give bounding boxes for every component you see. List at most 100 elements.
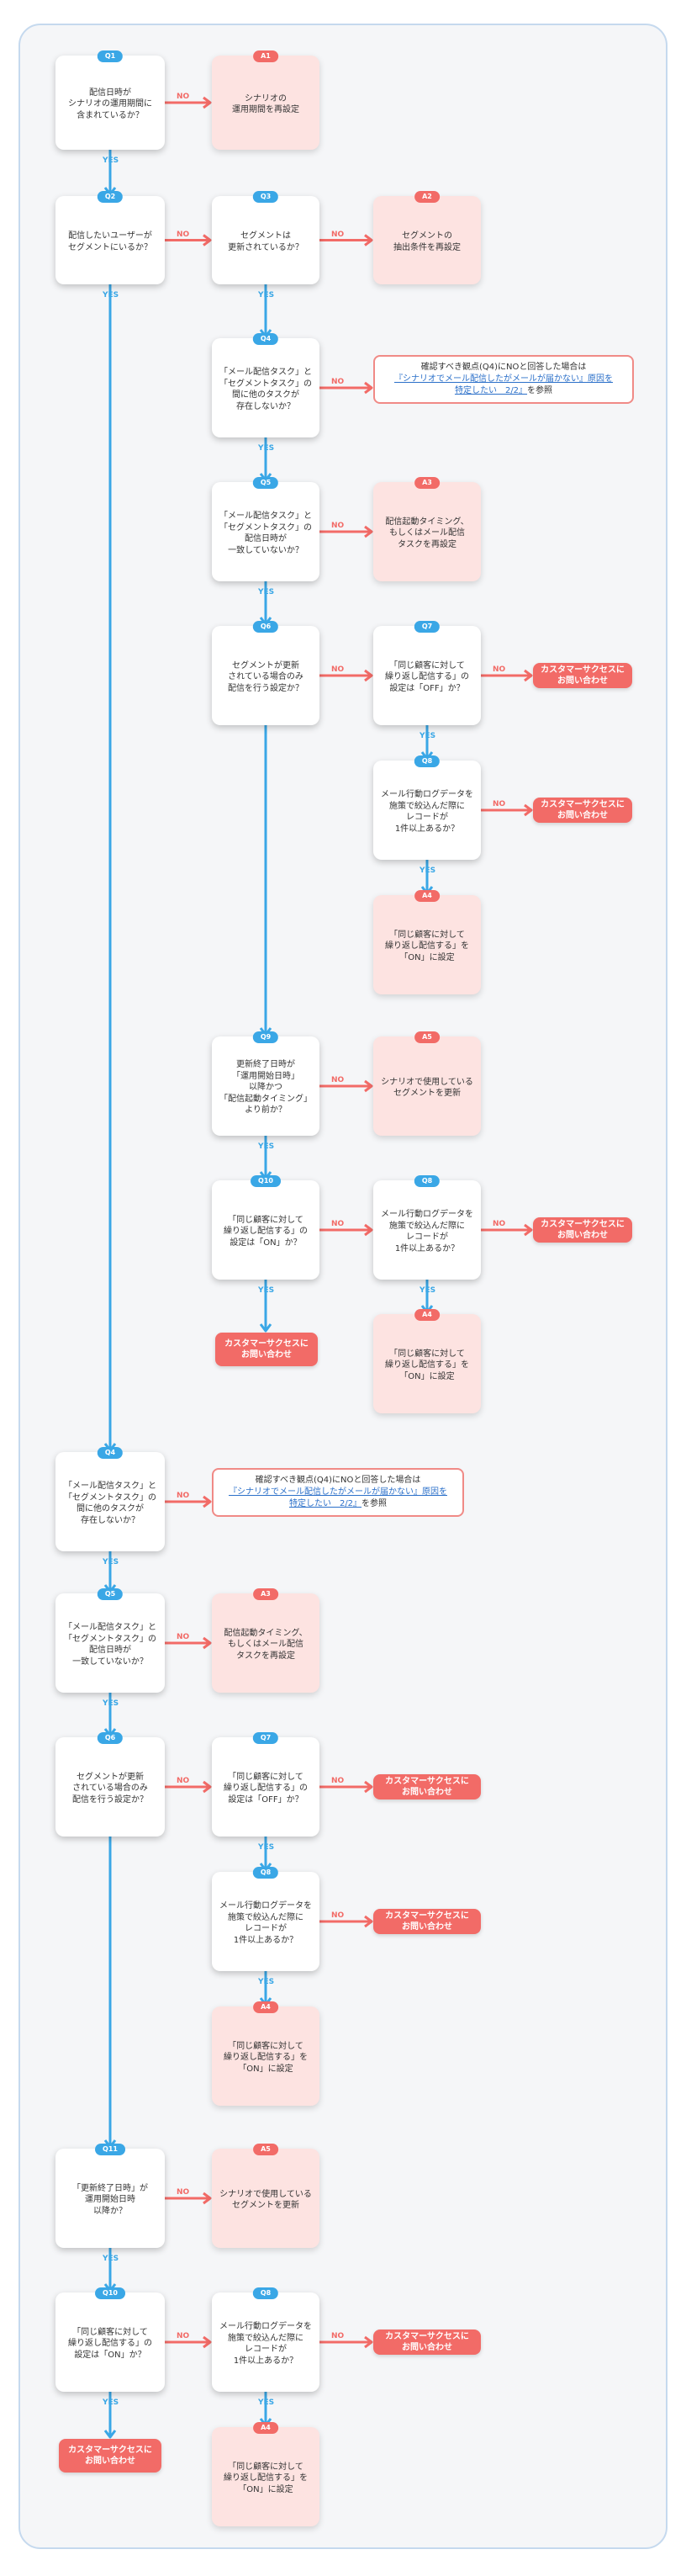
info-link-line: 『シナリオでメール配信したがメールが届かない』原因を 特定したい 2/2』を参照 xyxy=(382,374,625,397)
no-q4-info-label: NO xyxy=(331,378,345,386)
contact-customer-success-cta-1[interactable]: カスタマーサクセスに お問い合わせ xyxy=(533,663,632,688)
no-q5-a3-label: NO xyxy=(331,522,345,530)
yes-q10-cta-arrowhead xyxy=(259,1323,272,1333)
contact-customer-success-cta-2[interactable]: カスタマーサクセスに お問い合わせ xyxy=(533,798,632,823)
question-node-q10b: Q10「同じ顧客に対して 繰り返し配信する」の 設定は「ON」か？ xyxy=(55,2287,165,2392)
node-text: セグメントの 抽出条件を再設定 xyxy=(393,231,461,252)
yes-q1-q2-label: YES xyxy=(103,156,119,165)
node-text: 「同じ顧客に対して 繰り返し配信する」の 設定は「ON」か？ xyxy=(224,1215,308,1248)
node-tag: Q11 xyxy=(95,2144,125,2155)
node-tag: Q5 xyxy=(252,477,279,489)
troubleshoot-link[interactable]: 『シナリオでメール配信したがメールが届かない』原因を 特定したい 2/2』 xyxy=(394,374,613,395)
no-q11-a5-label: NO xyxy=(177,2188,190,2197)
no-q1-a1-label: NO xyxy=(177,93,190,101)
no-q8-cta-arrowhead xyxy=(524,803,533,817)
no-q10b-q8-label: NO xyxy=(177,2332,190,2340)
troubleshoot-link[interactable]: 『シナリオでメール配信したがメールが届かない』原因を 特定したい 2/2』 xyxy=(229,1487,447,1508)
answer-node-a4a: A4 「同じ顧客に対して 繰り返し配信する」を 「ON」に設定 xyxy=(373,890,481,994)
node-text: 配信日時が シナリオの運用期間に 含まれているか？ xyxy=(68,87,152,120)
node-tag: Q9 xyxy=(252,1031,279,1043)
info-suffix: を参照 xyxy=(527,386,553,395)
question-node-q4a: Q4「メール配信タスク」と 「セグメントタスク」の 間に他のタスクが 存在しない… xyxy=(212,333,319,437)
node-tag: Q4 xyxy=(252,333,279,345)
node-text: 「同じ顧客に対して 繰り返し配信する」を 「ON」に設定 xyxy=(385,1349,469,1381)
yes-q8c-a4-label: YES xyxy=(258,1978,275,1986)
node-tag: Q6 xyxy=(252,621,279,633)
no-q3-a2-arrowhead xyxy=(364,234,373,246)
node-tag: Q10 xyxy=(95,2287,125,2299)
no-q5-a3-arrowhead xyxy=(364,525,373,538)
contact-customer-success-cta-3[interactable]: カスタマーサクセスに お問い合わせ xyxy=(533,1217,632,1243)
node-tag: Q1 xyxy=(97,50,124,62)
contact-customer-success-cta-4[interactable]: カスタマーサクセスに お問い合わせ xyxy=(215,1333,318,1366)
node-text: シナリオで使用している セグメントを更新 xyxy=(381,1077,473,1099)
answer-node-a4d: A4「同じ顧客に対して 繰り返し配信する」を 「ON」に設定 xyxy=(212,2422,319,2526)
node-text: 配信したいユーザーが セグメントにいるか？ xyxy=(68,231,152,252)
no-q2-q3-arrowhead xyxy=(203,234,212,246)
no-q7b-cta-label: NO xyxy=(331,1777,345,1785)
no-q3-a2-label: NO xyxy=(331,230,345,239)
node-text: 「メール配信タスク」と 「セグメントタスク」の 間に他のタスクが 存在しないか？ xyxy=(64,1481,156,1525)
yes-q10b-cta-label: YES xyxy=(103,2398,119,2407)
contact-customer-success-cta-7[interactable]: カスタマーサクセスに お問い合わせ xyxy=(373,2330,481,2355)
no-q1-a1-arrowhead xyxy=(203,96,212,109)
yes-q7-q8-label: YES xyxy=(420,732,436,740)
node-tag: A1 xyxy=(253,50,278,62)
question-node-q4b: Q4「メール配信タスク」と 「セグメントタスク」の 間に他のタスクが 存在しない… xyxy=(55,1447,165,1551)
node-text: 「同じ顧客に対して 繰り返し配信する」を 「ON」に設定 xyxy=(385,930,469,962)
info-box-2: 確認すべき観点(Q4)にNOと回答した場合は『シナリオでメール配信したがメールが… xyxy=(212,1468,464,1517)
node-text: 配信起動タイミング、 もしくはメール配信 タスクを再設定 xyxy=(385,517,469,549)
node-tag: A4 xyxy=(253,2001,278,2013)
node-tag: A4 xyxy=(414,890,440,902)
no-q10b-q8-arrowhead xyxy=(203,2335,212,2349)
node-tag: Q8 xyxy=(414,755,441,767)
no-q5b-a3-label: NO xyxy=(177,1633,190,1641)
question-node-q5a: Q5「メール配信タスク」と 「セグメントタスク」の 配信日時が 一致していないか… xyxy=(212,477,319,581)
no-q8d-cta-label: NO xyxy=(331,2332,345,2340)
no-q11-a5-arrowhead xyxy=(203,2192,212,2205)
no-q7-cta-arrowhead xyxy=(524,669,533,682)
node-tag: Q7 xyxy=(414,621,441,633)
contact-customer-success-cta-8[interactable]: カスタマーサクセスに お問い合わせ xyxy=(59,2439,161,2473)
question-node-q5b: Q5「メール配信タスク」と 「セグメントタスク」の 配信日時が 一致していないか… xyxy=(55,1588,165,1693)
yes-q4-q5-label: YES xyxy=(258,444,275,453)
node-tag: Q8 xyxy=(414,1175,441,1187)
no-q6-q7-label: NO xyxy=(331,665,345,674)
node-tag: Q2 xyxy=(97,191,124,203)
info-line: 確認すべき観点(Q4)にNOと回答した場合は xyxy=(420,363,587,372)
yes-q5-q6-label: YES xyxy=(258,588,275,596)
node-text: 配信起動タイミング、 もしくはメール配信 タスクを再設定 xyxy=(224,1628,308,1661)
contact-customer-success-cta-5[interactable]: カスタマーサクセスに お問い合わせ xyxy=(373,1774,481,1799)
yes-q8-a4-label: YES xyxy=(420,867,436,875)
node-text: 「同じ顧客に対して 繰り返し配信する」の 設定は「OFF」か？ xyxy=(224,1772,308,1805)
node-text: 「同じ顧客に対して 繰り返し配信する」の 設定は「OFF」か？ xyxy=(385,660,469,693)
yes-q9-q10-label: YES xyxy=(258,1142,275,1151)
diagram-frame xyxy=(18,24,668,2549)
node-tag: Q10 xyxy=(251,1175,281,1187)
node-text: 「同じ顧客に対して 繰り返し配信する」を 「ON」に設定 xyxy=(224,2462,308,2494)
no-q4b-info-label: NO xyxy=(177,1492,190,1500)
yes-q11-q10-label: YES xyxy=(103,2255,119,2263)
node-text: 「更新終了日時」が 運用開始日時 以降か？ xyxy=(72,2183,148,2216)
node-tag: Q5 xyxy=(97,1588,124,1600)
node-tag: Q3 xyxy=(252,191,279,203)
answer-node-a4b: A4「同じ顧客に対して 繰り返し配信する」を 「ON」に設定 xyxy=(373,1309,481,1413)
info-suffix: を参照 xyxy=(361,1499,388,1508)
no-q9-a5-arrowhead xyxy=(364,1079,373,1093)
contact-customer-success-cta-6[interactable]: カスタマーサクセスに お問い合わせ xyxy=(373,1909,481,1934)
no-q6b-q7-label: NO xyxy=(177,1777,190,1785)
no-q8b-cta-arrowhead xyxy=(524,1223,533,1237)
yes-q4b-q5b-label: YES xyxy=(103,1558,119,1566)
yes-q8d-a4-label: YES xyxy=(258,2398,275,2407)
node-tag: A3 xyxy=(253,1588,278,1600)
answer-node-a4c: A4「同じ顧客に対して 繰り返し配信する」を 「ON」に設定 xyxy=(212,2001,319,2106)
